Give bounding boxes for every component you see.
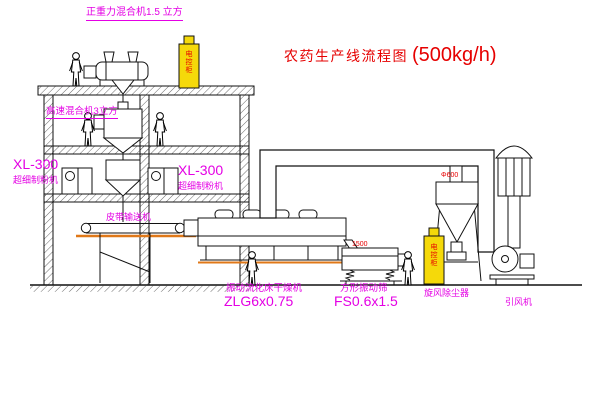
screen-dimension-tag: 1500 xyxy=(352,241,368,248)
worker-figure xyxy=(153,112,167,147)
title-capacity: (500kg/h) xyxy=(412,44,497,66)
induced-draft-fan xyxy=(489,145,535,285)
mill-mid-model-label: XL-300 xyxy=(178,162,224,178)
belt-conveyor xyxy=(80,222,186,283)
high-speed-mixer xyxy=(93,101,144,160)
title-text: 农药生产线流程图 xyxy=(284,48,408,64)
ground xyxy=(30,284,582,292)
gravity-mixer-label: 正重力混合机1.5 立方 xyxy=(86,7,183,21)
cabinet-top-text: 电控柜 xyxy=(185,50,192,74)
stack-rain-cap xyxy=(494,145,534,159)
mill-left xyxy=(61,167,93,195)
worker-figure xyxy=(69,52,83,87)
storage-hopper xyxy=(104,159,142,222)
cyclone-label: 旋风除尘器 xyxy=(424,288,470,298)
dryer-model-label: ZLG6x0.75 xyxy=(224,293,294,309)
dryer-name-label: 振动流化床干燥机 xyxy=(226,283,303,294)
control-cabinet-right xyxy=(423,227,445,285)
mill-mid-name-label: 超细制粉机 xyxy=(178,181,224,191)
drawing-title: 农药生产线流程图 (500kg/h) xyxy=(284,44,497,67)
belt-conveyor-label: 皮带输送机 xyxy=(106,212,152,222)
mill-left-name-label: 超细制粉机 xyxy=(13,175,59,185)
mill-left-model-label: XL-300 xyxy=(13,156,59,172)
cyclone-diameter-tag: Φ600 xyxy=(441,172,459,179)
control-cabinet-top xyxy=(178,35,200,89)
mill-mid xyxy=(147,167,179,195)
fan-label: 引风机 xyxy=(505,297,533,307)
vibrating-screen xyxy=(340,247,411,285)
screen-model-label: FS0.6x1.5 xyxy=(334,293,398,309)
cabinet-right-text: 电控柜 xyxy=(430,243,437,267)
high-speed-mixer-label: 高速混合机3立方 xyxy=(46,106,118,119)
screen-name-label: 方形振动筛 xyxy=(340,283,388,294)
gravity-mixer xyxy=(83,51,149,103)
building-structure xyxy=(37,85,255,286)
